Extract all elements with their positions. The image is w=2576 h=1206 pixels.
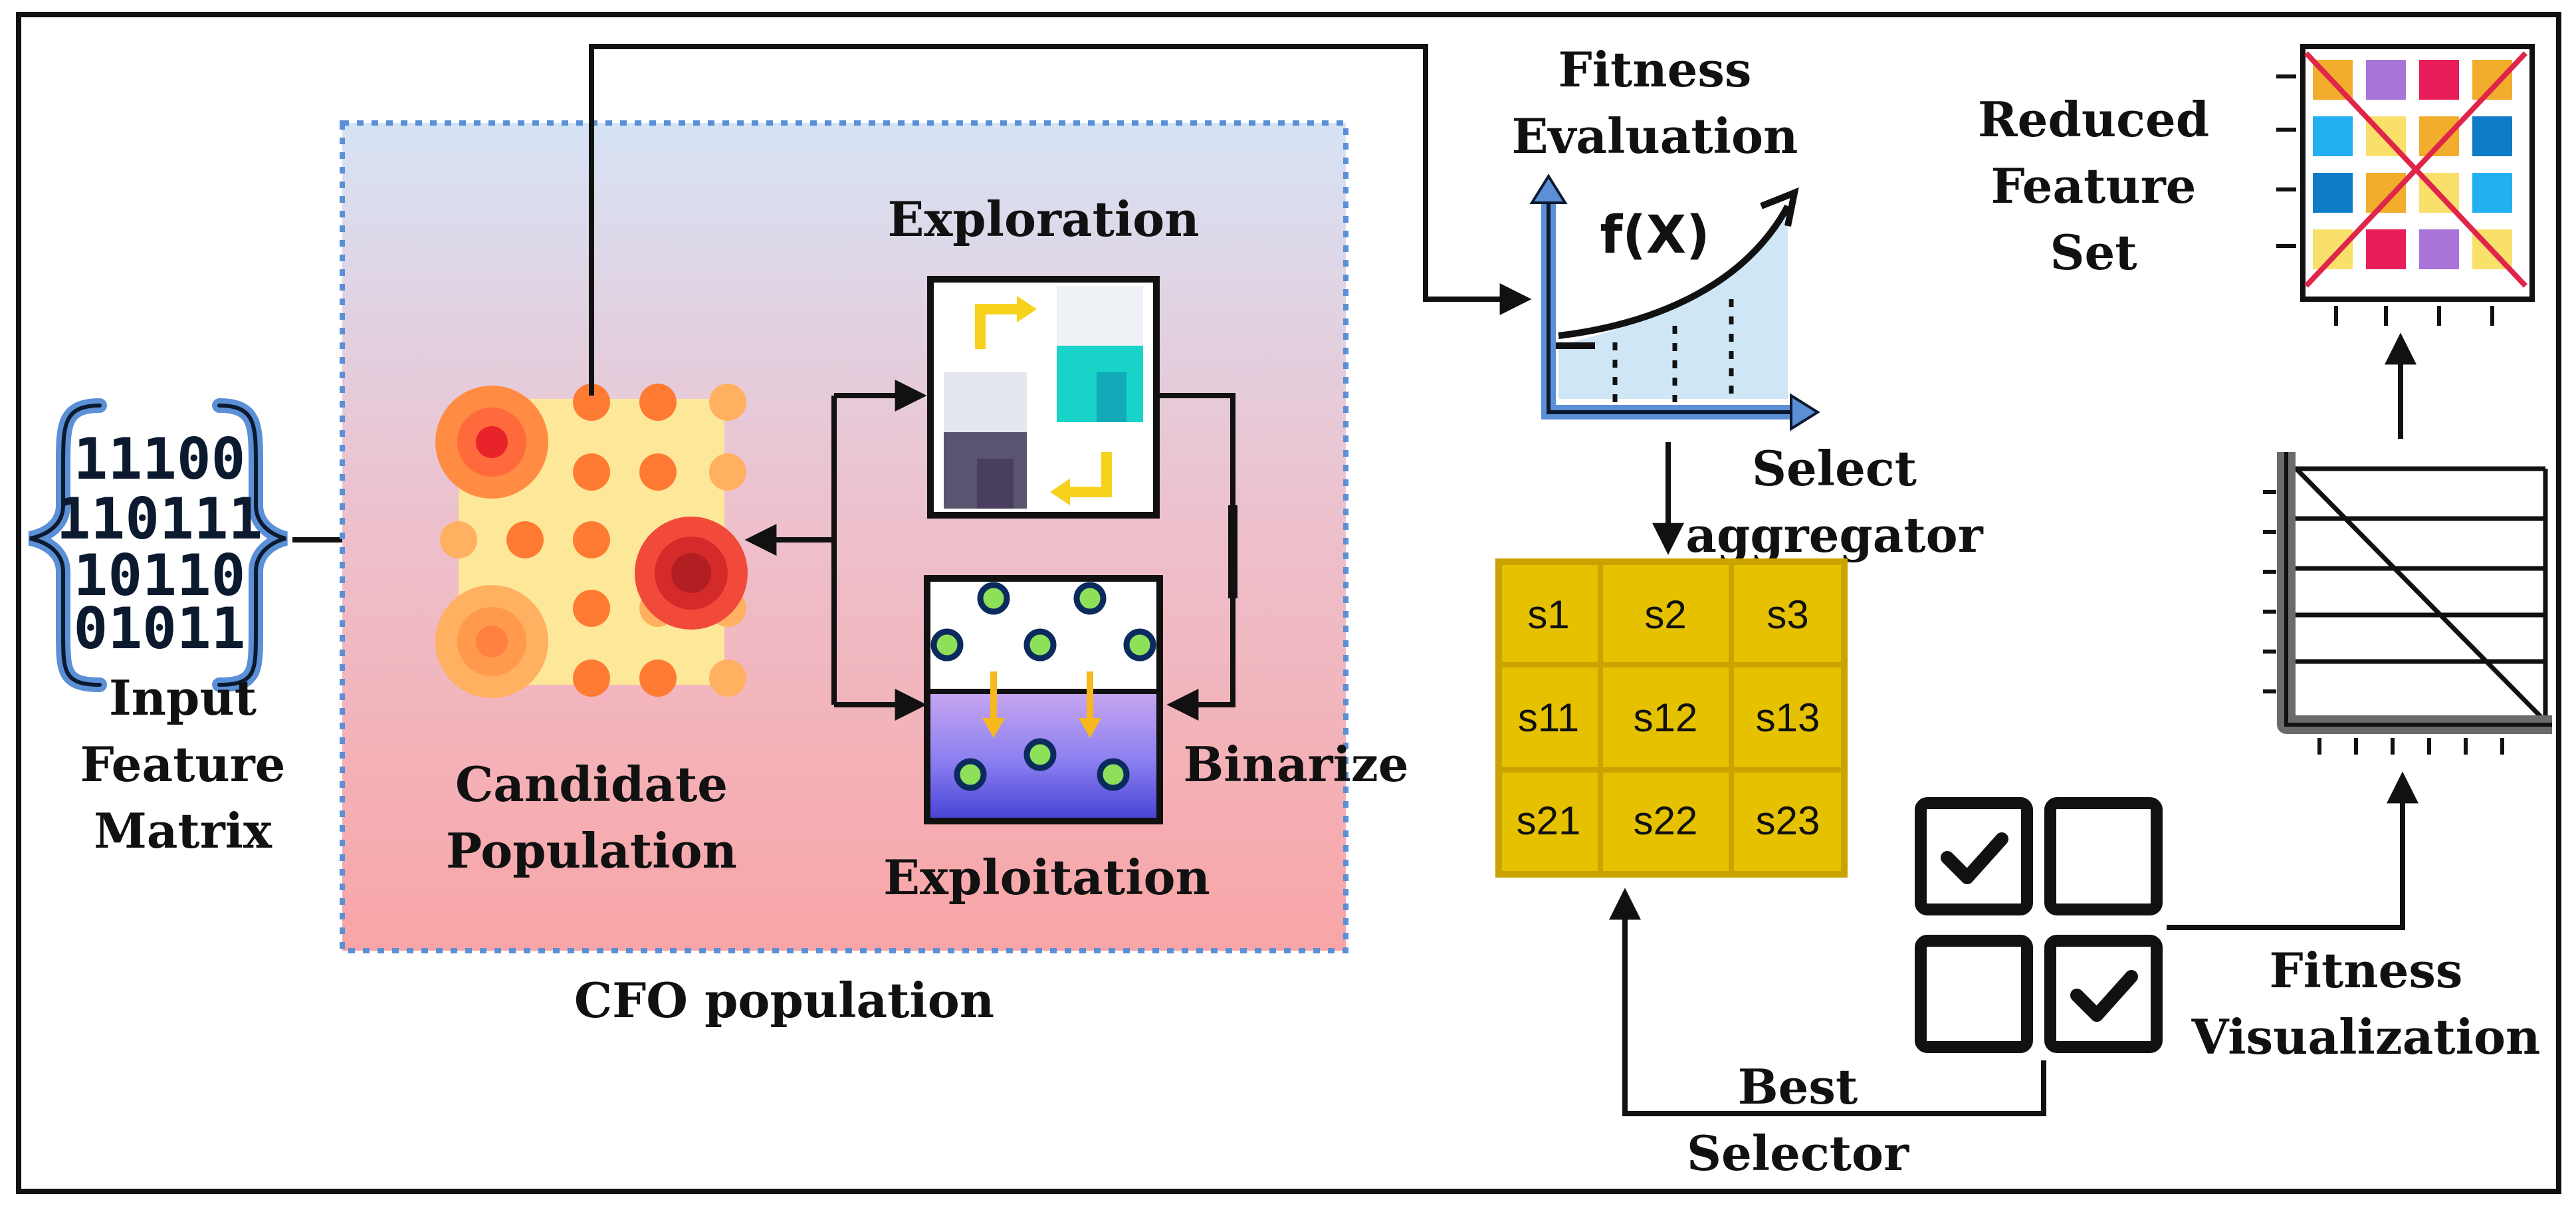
fitness-visualization-icon [2263, 452, 2552, 755]
grid-cell-s23: s23 [1756, 798, 1820, 843]
grid-cell-s13: s13 [1756, 695, 1820, 740]
candidate-label-line-1: Candidate [455, 756, 728, 812]
grid-cell-s22: s22 [1634, 798, 1698, 843]
aggregator-grid: s1 s2 s3 s11 s12 s13 s21 s22 s23 [1495, 558, 1848, 878]
grid-cell-s12: s12 [1634, 695, 1698, 740]
input-label-line-3: Matrix [94, 802, 272, 859]
arrow-selector-to-grid [1609, 888, 2046, 1116]
visualization-label-line-1: Fitness [2270, 942, 2463, 999]
grid-cell-s3: s3 [1767, 592, 1808, 637]
grid-cell-s2: s2 [1644, 592, 1686, 637]
check-icon [1941, 832, 2008, 884]
reduced-label-line-1: Reduced [1978, 91, 2209, 148]
visualization-label-line-2: Visualization [2191, 1009, 2541, 1065]
arrow-selector-to-visualization [2167, 771, 2418, 930]
input-label-line-2: Feature [80, 736, 286, 792]
reduced-label-line-2: Feature [1991, 158, 2197, 214]
fitness-title-line-2: Evaluation [1512, 108, 1798, 164]
function-label: f(X) [1600, 205, 1709, 265]
bit-row-1: 11100 [74, 426, 246, 493]
candidate-population-icon [435, 384, 748, 698]
check-icon [2070, 970, 2138, 1022]
fitness-title-line-1: Fitness [1558, 41, 1752, 98]
arrow-population-to-fitness [589, 44, 1532, 396]
exploration-icon [927, 276, 1160, 519]
grid-cell-s11: s11 [1518, 695, 1579, 740]
select-label-line-2: aggregator [1685, 507, 1983, 563]
candidate-label-line-2: Population [446, 822, 737, 879]
input-feature-matrix: 11100 110111 10110 01011 Input Feature M… [28, 398, 288, 859]
exploration-label: Exploration [887, 191, 1199, 247]
best-selector-icon [1915, 797, 2163, 1053]
grid-cell-s1: s1 [1527, 592, 1569, 637]
exploitation-label: Exploitation [883, 849, 1210, 905]
select-label-line-1: Select [1752, 440, 1917, 497]
bit-row-3: 10110 [74, 543, 246, 609]
fitness-function-icon: f(X) [1529, 174, 1820, 431]
exploitation-icon [924, 575, 1163, 824]
grid-cell-s21: s21 [1517, 798, 1581, 843]
bit-row-2: 110111 [56, 486, 263, 552]
outer-frame [16, 12, 2561, 1194]
cfo-population-box [340, 120, 1348, 953]
input-label-line-1: Input [109, 669, 257, 726]
reduced-label-line-3: Set [2050, 224, 2137, 281]
selector-label-line-1: Best [1738, 1058, 1858, 1115]
cfo-population-label: CFO population [574, 972, 994, 1028]
bit-row-4: 01011 [74, 596, 246, 662]
binarize-label: Binarize [1183, 736, 1408, 792]
selector-label-line-2: Selector [1687, 1125, 1909, 1181]
reduced-feature-set-icon [2276, 44, 2535, 326]
